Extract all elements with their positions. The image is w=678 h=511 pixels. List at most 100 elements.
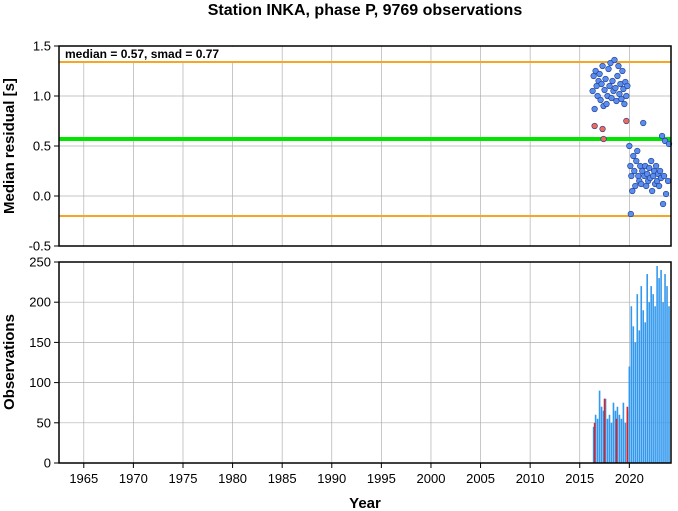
residual-point (591, 122, 598, 130)
residual-point (632, 182, 639, 190)
observation-bar (664, 274, 666, 463)
observation-bar (658, 278, 660, 463)
residual-point (656, 167, 664, 175)
x-tick-label: 2015 (565, 471, 594, 486)
observation-bar (668, 306, 670, 463)
residual-point (599, 62, 606, 70)
residual-point (623, 117, 630, 125)
residual-point (627, 210, 634, 218)
residual-point (653, 162, 660, 170)
chart-title: Station INKA, phase P, 9769 observations (208, 2, 523, 19)
residual-point (600, 135, 607, 143)
residual-point (619, 67, 626, 75)
observations-y-tick-label: 150 (29, 335, 51, 350)
residual-point (646, 164, 653, 172)
residual-y-tick-label: 0.5 (33, 139, 51, 154)
residual-point (596, 70, 603, 78)
residual-point (599, 125, 606, 133)
observation-bar (615, 418, 618, 463)
observation-bar (660, 270, 662, 463)
observation-bar (644, 322, 647, 463)
observation-bar (618, 414, 621, 463)
x-tick-label: 2020 (615, 471, 644, 486)
observation-bar (646, 274, 648, 463)
residual-point (606, 82, 613, 90)
observation-bar (594, 414, 597, 463)
observations-y-tick-label: 50 (37, 415, 51, 430)
residual-point (626, 142, 633, 150)
observation-bar (612, 402, 615, 463)
observation-bar (666, 286, 668, 463)
residual-point (664, 177, 672, 185)
residual-point (605, 65, 612, 73)
residual-point (631, 167, 638, 175)
observation-bar (638, 330, 641, 463)
observation-bar (634, 342, 637, 463)
observation-bar (630, 306, 633, 463)
observations-panel-background (59, 262, 671, 463)
observations-bars (592, 266, 670, 463)
x-tick-label: 1970 (119, 471, 148, 486)
x-tick-label: 1995 (367, 471, 396, 486)
residual-y-tick-label: 1.5 (33, 39, 51, 54)
residual-point (603, 100, 610, 108)
observation-bar (654, 306, 656, 463)
observation-bar (602, 410, 605, 463)
observations-y-tick-label: 0 (44, 456, 51, 471)
residual-point (633, 157, 640, 165)
observation-bar (626, 406, 629, 463)
residual-point (630, 152, 637, 160)
residual-point (623, 92, 630, 100)
observation-bar (650, 286, 652, 463)
residual-panel: median = 0.57, smad = 0.77 -0.50.00.51.0… (1, 39, 673, 254)
residual-reference-lines (59, 61, 671, 217)
residual-point (629, 187, 636, 195)
residual-point (608, 94, 615, 102)
observation-bar (593, 422, 596, 463)
residual-point (655, 182, 663, 190)
observation-bar (614, 410, 617, 463)
residual-point (640, 119, 647, 127)
x-tick-label: 2010 (516, 471, 545, 486)
residual-grid (59, 45, 671, 247)
observation-bar (603, 398, 606, 463)
residual-point (614, 72, 621, 80)
x-tick-label: 1965 (69, 471, 98, 486)
residual-point (624, 82, 631, 90)
residual-point (618, 95, 625, 103)
residual-y-tick-label: 1.0 (33, 89, 51, 104)
x-tick-label: 1980 (218, 471, 247, 486)
observation-bar (620, 418, 623, 463)
observation-bar (598, 390, 601, 463)
residual-point (660, 172, 668, 180)
residual-point (635, 172, 642, 180)
year-x-axis-label: Year (349, 495, 381, 511)
observation-bar (616, 406, 619, 463)
x-tick-label: 2005 (466, 471, 495, 486)
residual-point (597, 96, 604, 104)
observations-y-tick-label: 100 (29, 375, 51, 390)
observation-bar (610, 422, 613, 463)
observation-bar (622, 402, 625, 463)
observation-bar (596, 418, 599, 463)
residual-point (612, 84, 619, 92)
x-tick-label: 1985 (268, 471, 297, 486)
residual-point (648, 157, 655, 165)
residual-point (611, 56, 618, 64)
observations-y-tick-label: 200 (29, 295, 51, 310)
observation-bar (606, 418, 609, 463)
x-tick-label: 2000 (417, 471, 446, 486)
residual-y-tick-label: -0.5 (29, 239, 51, 254)
observation-bar (636, 294, 639, 463)
observations-y-axis-label: Observations (1, 314, 18, 410)
observation-bar (642, 310, 645, 463)
observation-bar (652, 294, 654, 463)
residual-point (649, 187, 656, 195)
residual-point (598, 80, 605, 88)
residual-point (609, 77, 616, 85)
observation-bar (608, 414, 611, 463)
annotation-background (62, 47, 252, 61)
